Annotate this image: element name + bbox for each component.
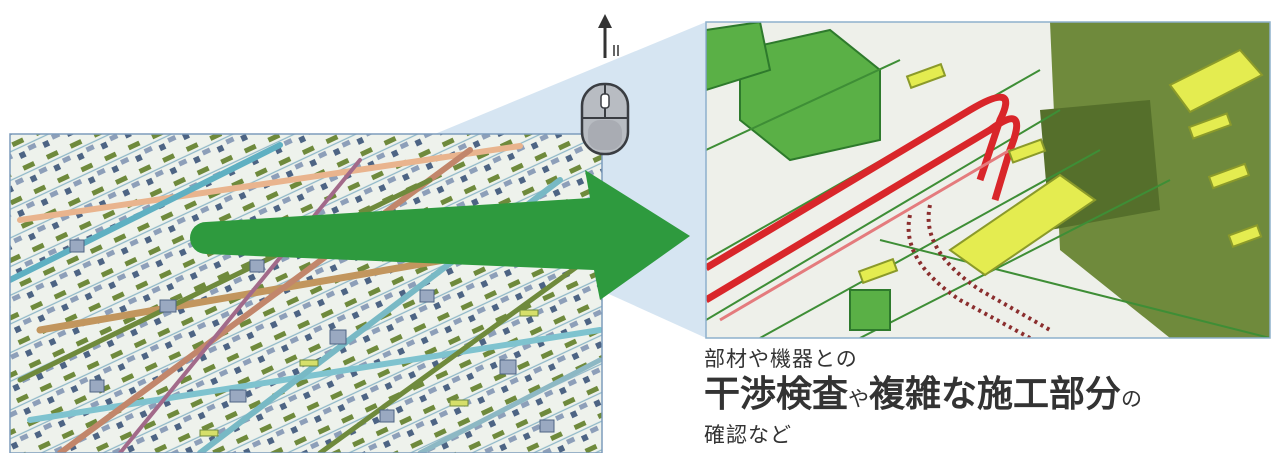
overall-model-panel: [10, 134, 602, 453]
caption-block: 部材や機器との 干渉検査や複雑な施工部分の 確認など: [704, 346, 1142, 448]
arrow-up-icon: [598, 14, 619, 58]
caption-emphasis-1: 干渉検査: [704, 374, 849, 415]
caption-connector-2: の: [1121, 387, 1143, 411]
caption-line-1: 部材や機器との: [704, 347, 858, 371]
arrow-right-icon: [190, 170, 690, 300]
mouse-scroll-icon: [580, 82, 630, 156]
caption-connector-1: や: [848, 387, 870, 411]
caption-line-2: 干渉検査や複雑な施工部分の: [704, 372, 1142, 422]
zoomed-detail-panel: [706, 22, 1270, 338]
caption-line-3: 確認など: [704, 423, 792, 447]
caption-emphasis-2: 複雑な施工部分: [869, 374, 1122, 415]
